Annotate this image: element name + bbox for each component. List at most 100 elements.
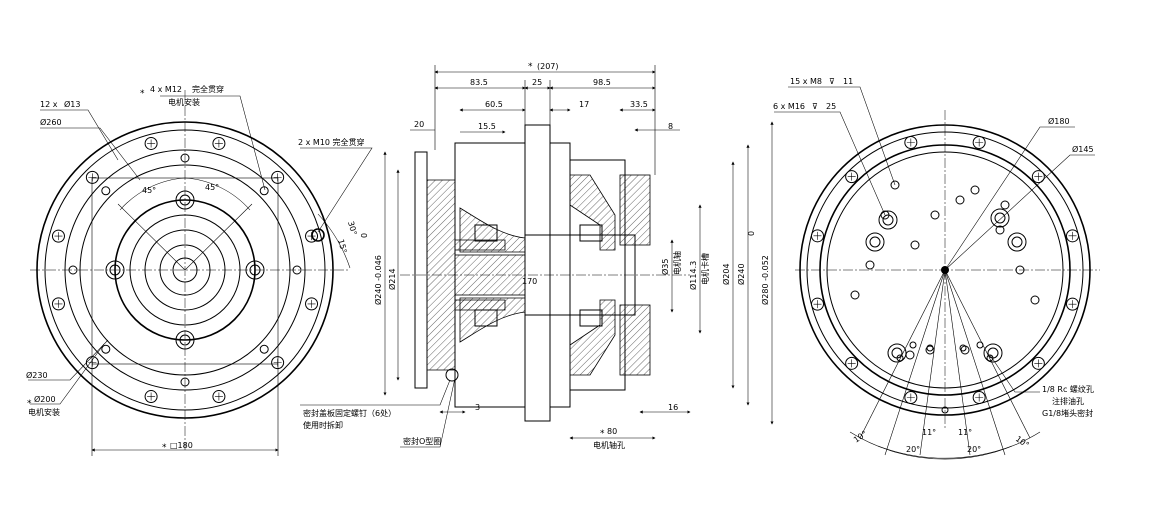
oring-circle [445, 368, 459, 382]
label-asterisk: * [140, 89, 145, 99]
label-16: 16 [668, 403, 678, 412]
leader-m16 [774, 111, 886, 216]
label-180: □180 [170, 441, 193, 450]
label-114: Ø114.3 [688, 261, 698, 290]
label-33-5: 33.5 [630, 100, 648, 109]
back-view: 15 x M8 ⊽ 11 6 x M16 ⊽ 25 Ø180 Ø145 1/8 … [773, 77, 1100, 460]
m8-hole [850, 290, 860, 300]
label-ang-10-l: 10° [852, 429, 869, 445]
bolt-hole [904, 391, 918, 405]
label-280: Ø280 -0.052 [760, 255, 770, 305]
hole-crosshair [54, 232, 63, 241]
m16-hole [983, 343, 1003, 363]
m16-hole [887, 343, 907, 363]
label-seal-1: 密封盖板固定螺钉（6处） [303, 408, 396, 418]
label-200-mount: 电机安装 [28, 407, 60, 417]
inner-hole [101, 344, 111, 354]
angle-arc-mid [877, 445, 1013, 459]
m8-hole [995, 225, 1005, 235]
oil-hole [959, 344, 967, 352]
leader-seal [300, 379, 451, 406]
oil-hole [896, 354, 904, 362]
label-m10: 2 x M10 完全贯穿 [298, 137, 365, 147]
output-flange-lower [619, 304, 651, 376]
leader-260 [40, 127, 141, 181]
label-260: Ø260 [40, 117, 62, 127]
inner-hole [101, 186, 111, 196]
label-240-upper: 0 [360, 233, 369, 238]
label-m12-note: 完全贯穿 [192, 84, 224, 94]
hole-crosshair [906, 393, 915, 402]
label-rc-2: 注排油孔 [1052, 396, 1084, 406]
label-rc: 1/8 Rc 螺纹孔 [1042, 384, 1094, 394]
label-ang-11-l: 11° [922, 428, 936, 437]
hole-crosshair [1068, 231, 1077, 240]
section-view: * (207) 83.5 25 98.5 60.5 17 33.5 20 15.… [300, 62, 774, 450]
back-view-holes [810, 135, 1080, 414]
bolt-hole [51, 229, 65, 243]
m8-hole [1000, 200, 1010, 210]
label-13: Ø13 [64, 99, 80, 109]
m8-hole [865, 260, 875, 270]
bolt-hole [51, 297, 65, 311]
leader-180 [944, 126, 1075, 271]
label-asterisk: * [600, 429, 605, 439]
label-17: 17 [579, 100, 589, 109]
hub-upper [459, 207, 526, 253]
bolt-hole [972, 391, 986, 405]
shaft-section [454, 254, 526, 296]
angle-ray [944, 269, 1031, 439]
bolt-hole [845, 170, 859, 184]
m8-hole [930, 210, 940, 220]
angle-arc-left [119, 177, 186, 211]
leader-12-holes [40, 109, 119, 161]
bolt-hole [1031, 356, 1045, 370]
m8-hole [1030, 295, 1040, 305]
label-m16-symbol: ⊽ [812, 102, 818, 111]
hole-crosshair [975, 393, 984, 402]
label-m12: 4 x M12 [150, 85, 182, 94]
bolt-hole [1066, 229, 1080, 243]
label-seal-2: 使用时拆卸 [303, 420, 343, 430]
hole-crosshair [54, 299, 63, 308]
label-207: (207) [537, 62, 559, 71]
label-ang-20-r: 20° [967, 445, 981, 454]
leader-145 [944, 154, 1095, 271]
label-3: 3 [475, 403, 480, 412]
label-230: Ø230 [26, 370, 48, 380]
hole-crosshair [847, 172, 856, 181]
hole-crosshair [214, 392, 223, 401]
oil-hole [926, 344, 934, 352]
angle-ray [944, 269, 1006, 456]
angle-line-right [184, 203, 253, 271]
label-ang-11-r: 11° [958, 428, 972, 437]
label-shaft-hole: 电机轴孔 [593, 440, 625, 450]
angle-ray [884, 269, 946, 456]
label-ang-20-l: 20° [906, 445, 920, 454]
bearing-lower [569, 299, 616, 376]
leader-m8 [788, 86, 896, 186]
label-45-right: 45° [205, 183, 219, 192]
bolt-hole [305, 229, 319, 243]
bearing-upper [569, 174, 616, 251]
angle-arc-right [184, 177, 251, 211]
bolt-hole [904, 135, 918, 149]
m16-hole [990, 208, 1010, 228]
bearing-box [579, 309, 603, 327]
hole-crosshair [813, 300, 822, 309]
output-flange-upper [619, 174, 651, 246]
angle-arc-outer [849, 431, 1041, 460]
label-15-5: 15.5 [478, 122, 496, 131]
label-m8-symbol: ⊽ [829, 77, 835, 86]
label-204: Ø204 [721, 263, 731, 285]
hole-crosshair [88, 173, 97, 182]
bearing-box [579, 224, 603, 242]
label-214: Ø214 [387, 268, 397, 290]
label-motor-boss: 电机卡槽 [700, 253, 710, 285]
hole-crosshair [975, 138, 984, 147]
hole-crosshair [214, 139, 223, 148]
bolt-hole [271, 356, 285, 370]
bolt-hole [972, 135, 986, 149]
hub-lower [459, 297, 526, 343]
bolt-hole [271, 170, 285, 184]
